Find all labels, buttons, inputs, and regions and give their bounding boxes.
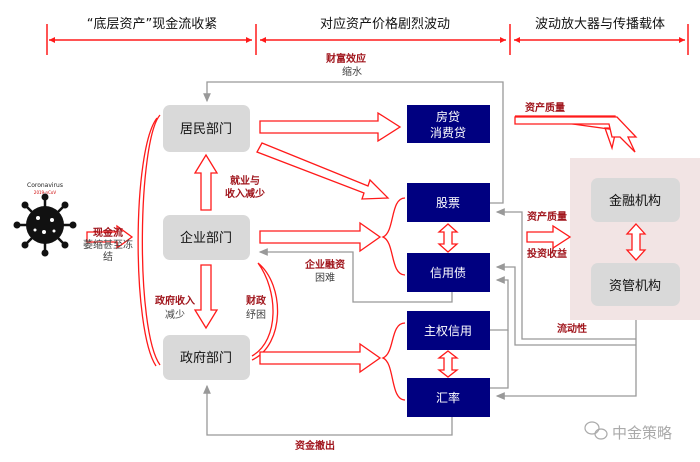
asset-quality-label: 资产质量 [527,210,567,223]
cashflow-label: 现金流 [93,226,123,239]
employment-label-2: 收入减少 [225,187,265,200]
sector-arrows [137,114,279,367]
enterprise-to-markets-arrow [259,221,382,253]
institutions-double-arrow [625,223,647,261]
enterprise-to-household-arrow [193,153,219,211]
sector-government: 政府部门 [163,335,250,380]
household-label: 居民部门 [180,122,232,137]
sovereign-label: 主权信用 [424,324,472,338]
cashflow-sub1: 萎缩甚至冻 [83,238,133,251]
stocks-credit-double-arrow [437,223,459,253]
sovereign-brace [381,322,406,401]
asset-mgmt-label: 资管机构 [609,279,661,294]
asset-quality-top-label: 资产质量 [525,101,565,114]
fiscal-label-1: 财政 [245,294,267,307]
stage-3-title: 波动放大器与传播载体 [535,17,665,32]
financing-label-2: 困难 [315,272,335,284]
asset-credit-bonds: 信用债 [407,253,490,292]
sovereign-line [490,276,509,331]
cashflow-arrow [86,224,134,250]
household-to-mortgage-arrow [259,111,402,143]
financial-label: 金融机构 [609,193,661,209]
liquidity-label: 流动性 [557,322,587,335]
stage-arrowheads [49,37,685,43]
financing-line [258,248,453,303]
virus-icon: Coronavirus 2019-nCoV [13,182,77,257]
asset-stocks: 股票 [407,183,490,222]
asset-fx: 汇率 [407,378,490,417]
employment-label-1: 就业与 [230,174,260,187]
capital-outflow-line [203,384,453,436]
stage-2-title: 对应资产价格剧烈波动 [320,16,450,32]
asset-arrows [256,111,406,401]
wealth-effect-label: 财富效应 [325,52,366,65]
enterprise-label: 企业部门 [180,230,232,246]
wealth-effect-line [203,81,504,204]
cashflow-sub2: 结 [103,250,113,263]
government-label: 政府部门 [180,351,232,366]
virus-subtitle: 2019-nCoV [34,190,56,195]
watermark: 中金策略 [584,421,672,442]
asset-mortgage: 房贷 消费贷 [407,105,490,143]
sovereign-fx-double-arrow [437,350,459,378]
feedback-lines [203,81,637,436]
wechat-icon [584,421,608,440]
stage-header: “底层资产”现金流收紧 对应资产价格剧烈波动 波动放大器与传播载体 [46,16,689,55]
liquidity-stock-line [495,208,636,340]
gov-income-label-1: 政府收入 [155,294,195,307]
wealth-effect-sub: 缩水 [342,65,362,78]
asset-quality-arrow [514,116,638,153]
household-to-stocks-arrow [256,142,390,200]
household-government-curve [137,114,161,367]
gov-income-label-2: 减少 [165,309,185,321]
fiscal-label-2: 纾困 [246,308,266,321]
stocks-label: 股票 [436,196,460,210]
fx-label: 汇率 [436,390,460,405]
institution-asset-mgmt: 资管机构 [591,263,680,306]
markets-brace [381,197,406,276]
mortgage-label: 房贷 [436,109,460,124]
institution-financial: 金融机构 [591,178,680,222]
asset-sovereign: 主权信用 [407,311,490,350]
watermark-text: 中金策略 [612,424,672,442]
markets-to-institutions-arrow [526,224,572,250]
stage-1-title: “底层资产”现金流收紧 [87,16,217,32]
consumer-loan-label: 消费贷 [430,126,466,140]
liquidity-credit-line [495,263,636,346]
government-to-markets-arrow [259,342,382,374]
sector-household: 居民部门 [163,105,250,152]
virus-title: Coronavirus [27,182,63,189]
credit-bonds-label: 信用债 [430,266,466,280]
enterprise-to-government-arrow [193,264,219,330]
investment-return-label: 投资收益 [527,247,567,260]
fx-line [490,330,509,389]
capital-outflow-label: 资金撤出 [295,439,335,452]
stage-dividers [46,24,689,55]
financing-label-1: 企业融资 [304,258,345,271]
sector-enterprise: 企业部门 [163,215,250,260]
